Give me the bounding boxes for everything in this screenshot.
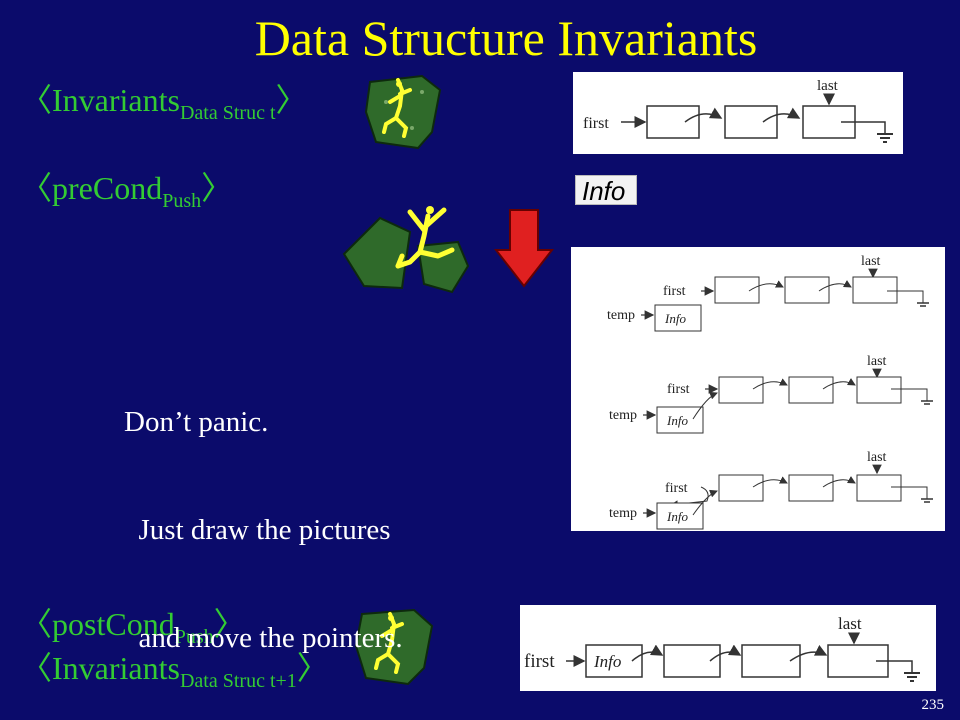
invariants-main: Invariants [52,82,180,118]
last-label: last [838,614,862,633]
last-label: last [867,450,887,465]
angle-open: 〈 [20,606,53,642]
invariants-sub: Data Struc t+1 [179,670,297,692]
info-node-tag: Info [575,175,637,206]
page-number: 235 [921,697,945,713]
list-diagram-initial-svg: first last [583,78,893,143]
precond-sub: Push [162,190,202,212]
postcond-label: 〈postCondPush〉 [20,604,246,657]
info-tag-label: Info [582,176,626,206]
angle-close: 〉 [296,650,329,686]
info-label: Info [593,652,621,671]
precond-main: preCond [52,170,163,206]
precond-label: 〈preCondPush〉 [20,168,233,221]
slide-title: Data Structure Invariants [254,10,758,66]
first-label: first [665,481,688,496]
step-3: last first temp Info [609,450,933,530]
first-label: first [524,651,555,672]
body-line-2: Just draw the pictures [124,514,391,546]
first-label: first [667,382,690,397]
temp-label: temp [607,308,635,323]
angle-open: 〈 [20,650,53,686]
step-1: last first temp Info [607,254,929,332]
list-diagram-initial: first last [573,72,903,154]
invariants-main: Invariants [52,650,180,686]
invariants-t-label: 〈InvariantsData Struc t〉 [20,80,308,133]
first-label: first [663,284,686,299]
angle-close: 〉 [275,82,308,118]
info-label: Info [664,311,686,326]
last-label: last [861,254,881,269]
list-diagram-steps: last first temp Info last first [571,247,945,531]
info-label: Info [666,509,688,524]
first-label: first [583,115,609,132]
temp-label: temp [609,506,637,521]
list-diagram-steps-svg: last first temp Info last first [607,254,933,530]
last-label: last [817,78,839,94]
body-line-3: and move the pointers. [124,622,403,654]
temp-label: temp [609,408,637,423]
angle-open: 〈 [20,170,53,206]
info-label: Info [666,413,688,428]
body-text: Don’t panic. Just draw the pictures and … [124,332,403,692]
step-2: last first temp Info [609,354,933,434]
body-line-1: Don’t panic. [124,406,269,438]
angle-close: 〉 [213,606,246,642]
frog-icon-2 [342,206,470,294]
invariants-t1-label: 〈InvariantsData Struc t+1〉 [20,648,329,701]
frog-icon-1 [364,74,442,150]
angle-open: 〈 [20,82,53,118]
postcond-sub: Push [174,626,214,648]
postcond-main: postCond [52,606,175,642]
invariants-sub: Data Struc t [179,102,276,124]
list-diagram-final-svg: first Info last [524,614,920,682]
down-arrow-icon [494,209,554,288]
list-diagram-final: first Info last [520,605,936,691]
angle-close: 〉 [201,170,234,206]
last-label: last [867,354,887,369]
frog-icon-3 [354,608,434,686]
